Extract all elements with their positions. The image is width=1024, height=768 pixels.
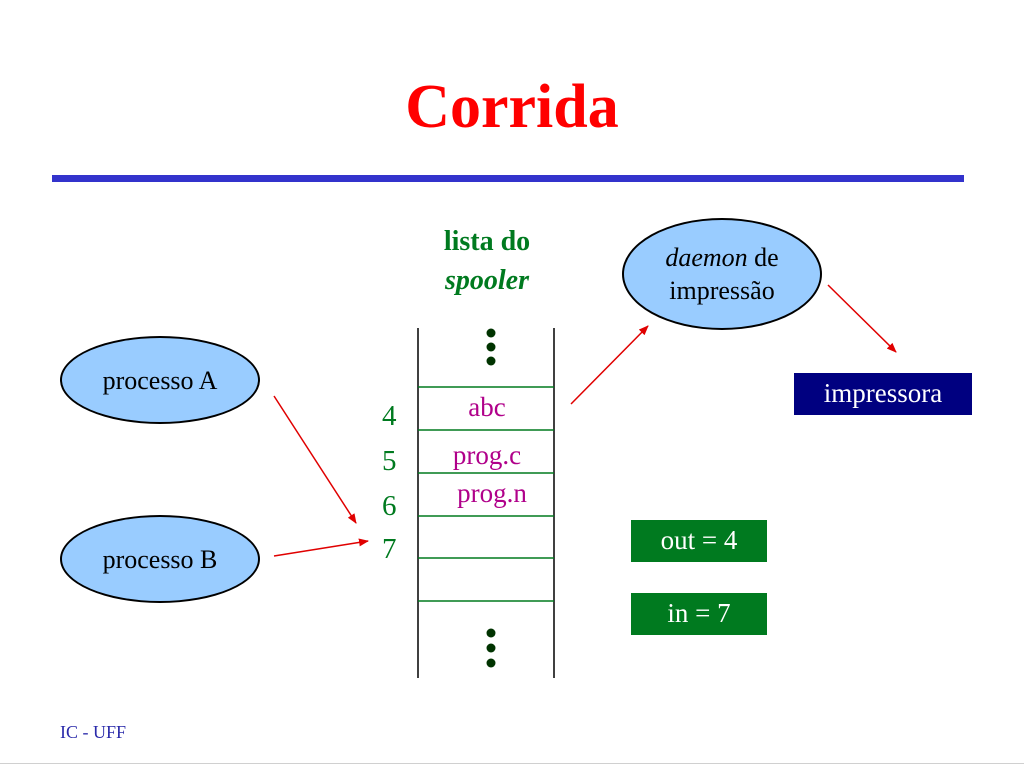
- slot-content: abc: [468, 392, 506, 422]
- slot-number: 7: [382, 533, 397, 565]
- ellipsis-dot: [486, 356, 496, 366]
- spooler-label-line1: lista do: [443, 226, 531, 257]
- daemon-label-line1: daemon de: [665, 241, 778, 274]
- process-b-node: processo B: [60, 515, 260, 603]
- ellipsis-dot: [486, 342, 496, 352]
- bottom-divider: [0, 763, 1024, 764]
- process-a-label: processo A: [102, 365, 218, 395]
- daemon-word-rest: de: [754, 243, 779, 272]
- spooler-label-line2: spooler: [445, 265, 529, 296]
- slot-number: 5: [382, 445, 397, 477]
- slot-number: 6: [382, 490, 397, 522]
- ellipsis-dot: [486, 628, 496, 638]
- arrow-slot4-to-daemon: [570, 325, 649, 405]
- process-a-node: processo A: [60, 336, 260, 424]
- slot-number: 4: [382, 400, 397, 432]
- process-b-label: processo B: [102, 544, 218, 574]
- slide-footer: IC - UFF: [60, 722, 127, 742]
- arrow-procA-to-slot7: [273, 395, 357, 524]
- daemon-word: daemon: [665, 243, 748, 272]
- arrow-daemon-to-printer: [827, 284, 897, 353]
- ellipsis-dot: [486, 328, 496, 338]
- in-pointer-box: in = 7: [631, 593, 767, 635]
- arrow-procB-to-slot7: [273, 538, 369, 557]
- daemon-label-line2: impressão: [669, 276, 775, 305]
- print-daemon-node: daemon de impressão: [622, 218, 822, 330]
- out-pointer-box: out = 4: [631, 520, 767, 562]
- slot-content: prog.c: [452, 440, 522, 470]
- slide-title: Corrida: [405, 73, 619, 141]
- slot-content: prog.n: [457, 478, 527, 508]
- title-divider: [52, 175, 964, 182]
- spooler-list-label: lista do spooler: [420, 222, 554, 300]
- ellipsis-dot: [486, 658, 496, 668]
- printer-box: impressora: [794, 373, 972, 415]
- ellipsis-dot: [486, 643, 496, 653]
